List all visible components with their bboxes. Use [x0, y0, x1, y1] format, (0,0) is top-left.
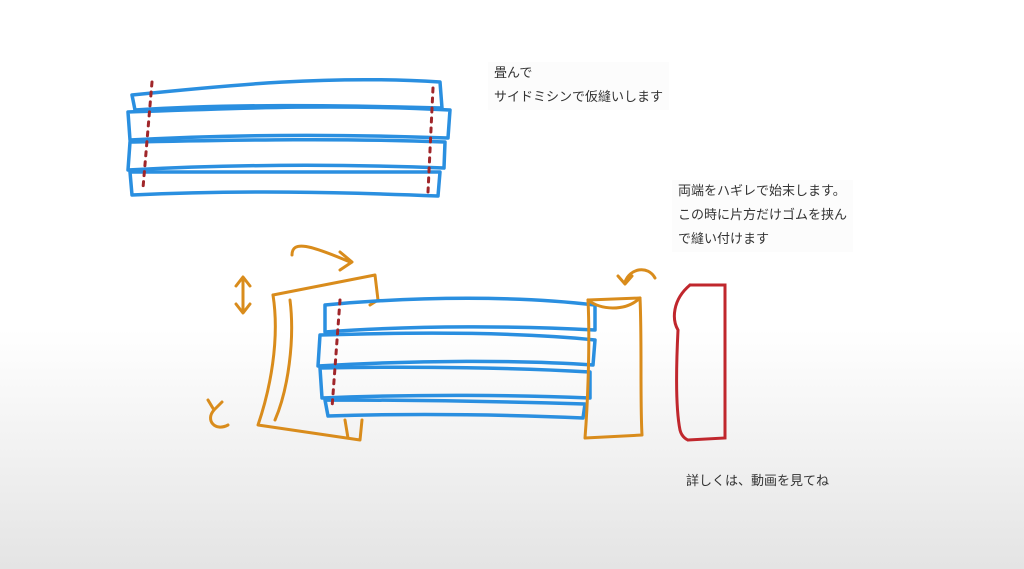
stitch-line-left	[141, 80, 154, 190]
stitch-line-right	[426, 86, 435, 194]
arrow-updown-icon	[234, 275, 252, 315]
ends-note-line: 両端をハギレで始末します。	[678, 184, 846, 199]
ends-note-line: この時に片方だけゴムを挟ん	[678, 208, 848, 223]
right-binding	[583, 296, 644, 440]
video-note: 詳しくは、動画を見てね	[686, 474, 830, 489]
fold-note-line: サイドミシンで仮縫いします	[494, 90, 664, 105]
folded-fabric-top	[126, 77, 452, 198]
arrow-curl-left-icon	[206, 398, 230, 429]
arrow-right-icon	[290, 244, 354, 272]
fabric-strips-bottom	[316, 296, 597, 420]
ends-note: 両端をハギレで始末します。 この時に片方だけゴムを挟ん で縫い付けます	[672, 180, 854, 252]
stitch-line-bottom	[330, 298, 342, 410]
arrow-curl-right-icon	[616, 268, 657, 286]
fold-note-line: 畳んで	[494, 66, 533, 81]
arrows	[206, 244, 657, 429]
fold-note: 畳んで サイドミシンで仮縫いします	[488, 62, 670, 110]
ends-note-line: で縫い付けます	[678, 232, 770, 247]
elastic-bracket	[672, 283, 727, 442]
